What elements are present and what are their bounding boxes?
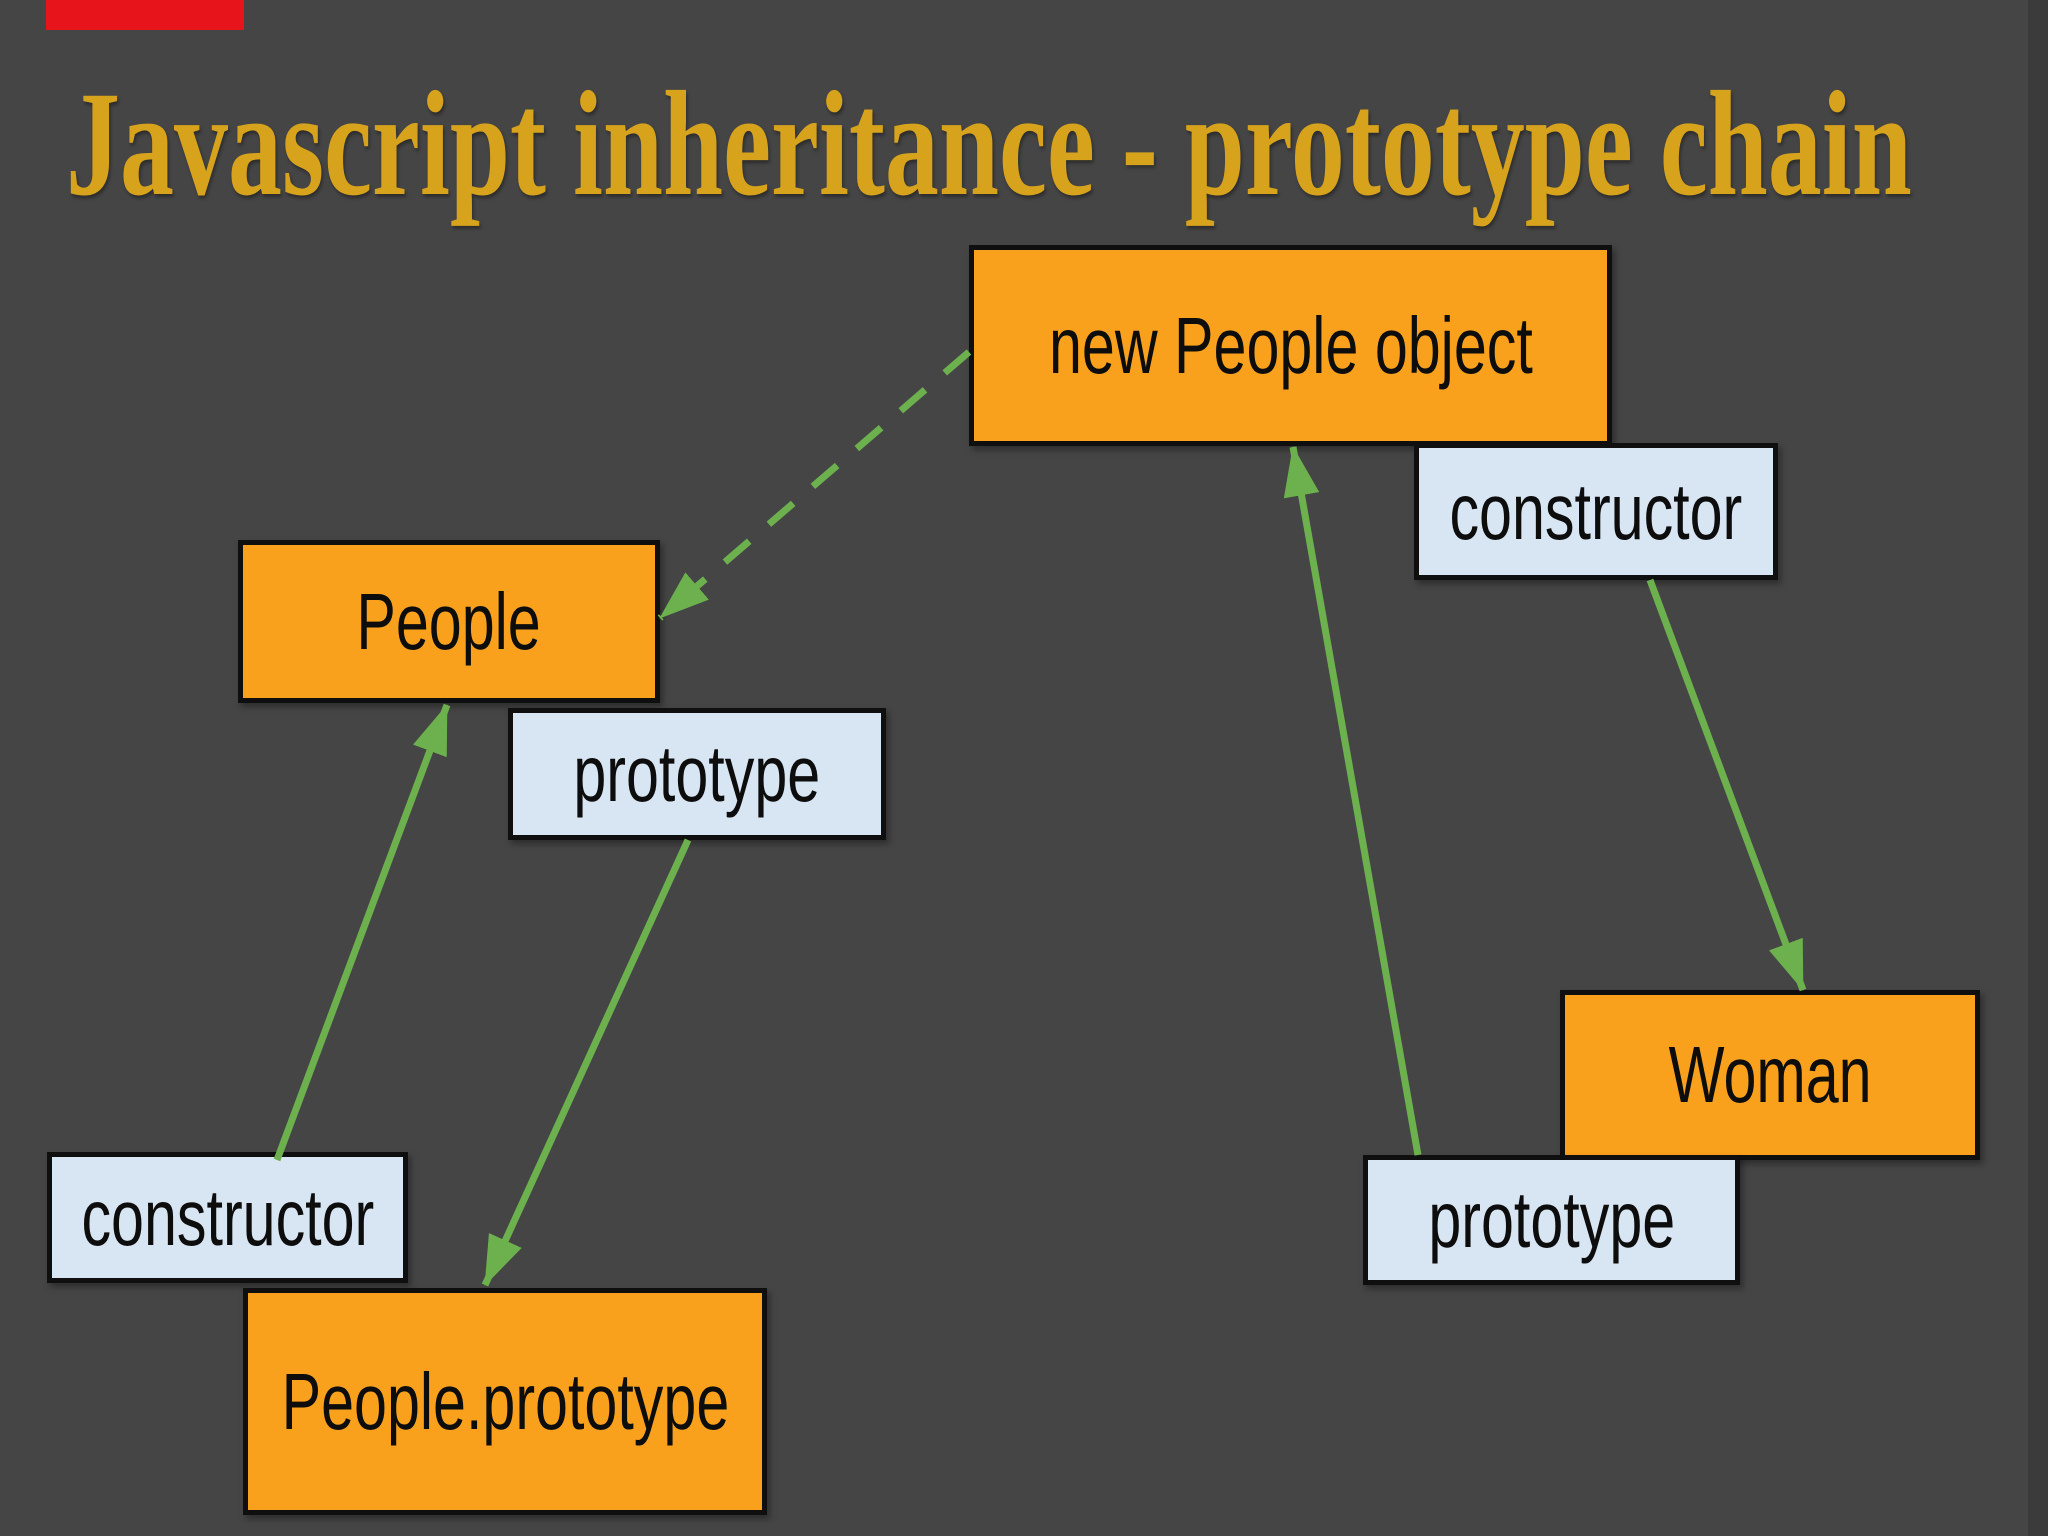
node-people: People	[238, 540, 660, 703]
arrow-prototype-right-to-new-people-object	[1283, 446, 1422, 1156]
node-woman-label: Woman	[1668, 1030, 1872, 1119]
node-prototype-right-label: prototype	[1428, 1175, 1675, 1264]
right-edge-shade	[2028, 0, 2048, 1536]
slide-title: Javascript inheritance - prototype chain	[66, 61, 1912, 227]
node-people-label: People	[356, 576, 542, 666]
node-people-prototype-label: People.prototype	[281, 1356, 729, 1446]
node-prototype-right: prototype	[1363, 1155, 1740, 1285]
node-people-prototype: People.prototype	[243, 1288, 767, 1515]
node-constructor-right-label: constructor	[1449, 466, 1743, 556]
node-new-people-object-label: new People object	[1048, 300, 1533, 390]
arrow-new-people-object-to-people-dashed	[657, 349, 972, 621]
arrow-prototype-left-to-people-prototype	[481, 838, 692, 1287]
node-constructor-left-label: constructor	[81, 1172, 374, 1262]
node-new-people-object: new People object	[969, 245, 1612, 446]
red-progress-bar	[46, 0, 244, 30]
node-constructor-left: constructor	[47, 1152, 408, 1283]
node-constructor-right: constructor	[1414, 443, 1778, 580]
node-prototype-left-label: prototype	[573, 729, 821, 818]
node-prototype-left: prototype	[508, 708, 886, 840]
arrow-constructor-left-to-people	[273, 703, 451, 1162]
node-woman: Woman	[1560, 990, 1980, 1160]
arrow-constructor-right-to-woman	[1646, 578, 1807, 992]
